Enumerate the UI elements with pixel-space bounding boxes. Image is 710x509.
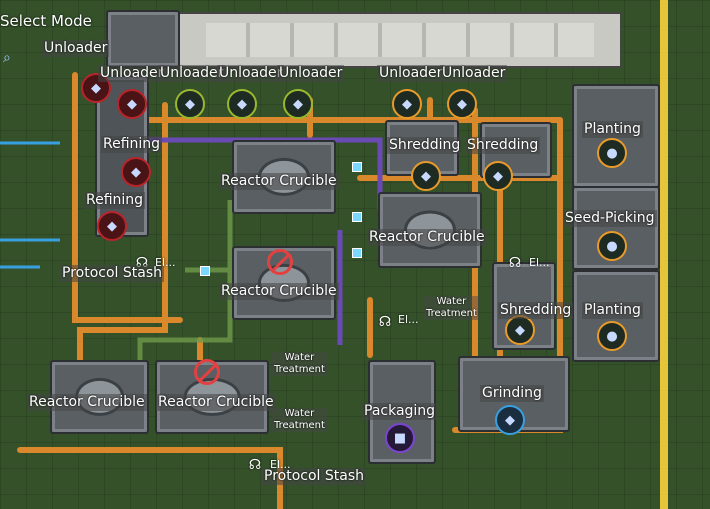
select-mode-icon[interactable]: ⌕ xyxy=(3,50,11,66)
junction-marker xyxy=(352,212,362,222)
seed-picking-label: Seed-Picking xyxy=(563,210,657,227)
refining-output-icon[interactable]: ◆ xyxy=(97,211,127,241)
shredding-output-icon[interactable]: ◆ xyxy=(411,161,441,191)
refining-output-icon[interactable]: ◆ xyxy=(121,157,151,187)
shredding-output-icon[interactable]: ◆ xyxy=(505,315,535,345)
unloader-label: Unloader xyxy=(377,65,445,82)
unloader-label: Unloader xyxy=(158,65,226,82)
grinding-label: Grinding xyxy=(480,385,544,402)
shredding-label: Shredding xyxy=(387,137,463,154)
warning-disabled-icon xyxy=(267,249,293,275)
mode-title: Select Mode xyxy=(0,12,92,30)
yellow-barrier xyxy=(660,0,668,509)
water-treatment-label: Water Treatment xyxy=(272,408,327,432)
reactor-crucible-label: Reactor Crucible xyxy=(219,283,339,300)
el-label: El... xyxy=(398,313,419,326)
unloader-node-icon[interactable]: ◆ xyxy=(447,89,477,119)
wireless-signal-icon: ☊ xyxy=(508,255,522,271)
planter-icon[interactable]: ● xyxy=(597,321,627,351)
unloader-node-icon[interactable]: ◆ xyxy=(392,89,422,119)
el-label: El... xyxy=(270,458,291,471)
unloader-label: Unloader xyxy=(98,65,166,82)
unloader-label: Unloader xyxy=(217,65,285,82)
unloader-node-icon[interactable]: ◆ xyxy=(283,89,313,119)
reactor-crucible-label: Reactor Crucible xyxy=(367,229,487,246)
shredding-label: Shredding xyxy=(498,302,574,319)
shredding-output-icon[interactable]: ◆ xyxy=(483,161,513,191)
junction-marker xyxy=(352,162,362,172)
seed-picking-building[interactable] xyxy=(572,186,660,270)
packaging-output-icon[interactable]: ■ xyxy=(385,423,415,453)
conveyor-path xyxy=(17,447,283,509)
water-treatment-label: Water Treatment xyxy=(424,296,479,320)
grinder-icon[interactable]: ◆ xyxy=(495,405,525,435)
unloader-node-icon[interactable]: ◆ xyxy=(227,89,257,119)
junction-marker xyxy=(200,266,210,276)
wireless-signal-icon: ☊ xyxy=(378,314,392,330)
wireless-signal-icon: ☊ xyxy=(248,457,262,473)
unloader-label: Unloader xyxy=(277,65,345,82)
reactor-crucible-label: Reactor Crucible xyxy=(156,394,276,411)
warning-disabled-icon xyxy=(194,359,220,385)
unloader-node-icon[interactable]: ◆ xyxy=(175,89,205,119)
conveyor-path xyxy=(72,72,183,323)
belt-path xyxy=(100,137,383,210)
reactor-crucible-label: Reactor Crucible xyxy=(27,394,147,411)
storage-container-row[interactable] xyxy=(178,12,622,68)
unloader-node-icon[interactable]: ◆ xyxy=(117,89,147,119)
conveyor-path xyxy=(77,102,168,363)
unloader-label: Unloader xyxy=(42,40,110,57)
planter-icon[interactable]: ● xyxy=(597,231,627,261)
planting-label: Planting xyxy=(582,121,643,138)
reactor-crucible-label: Reactor Crucible xyxy=(219,173,339,190)
el-label: El... xyxy=(529,256,550,269)
unloader-label: Unloader xyxy=(440,65,508,82)
water-treatment-label: Water Treatment xyxy=(272,352,327,376)
shredding-label: Shredding xyxy=(465,137,541,154)
unloader-building[interactable] xyxy=(106,10,180,68)
el-label: El... xyxy=(155,256,176,269)
planter-icon[interactable]: ● xyxy=(597,138,627,168)
planting-label: Planting xyxy=(582,302,643,319)
protocol-stash-label: Protocol Stash xyxy=(262,468,366,485)
packaging-label: Packaging xyxy=(362,403,438,420)
refining-label: Refining xyxy=(101,136,163,153)
refining-label: Refining xyxy=(84,192,146,209)
protocol-stash-label: Protocol Stash xyxy=(60,265,164,282)
junction-marker xyxy=(352,248,362,258)
